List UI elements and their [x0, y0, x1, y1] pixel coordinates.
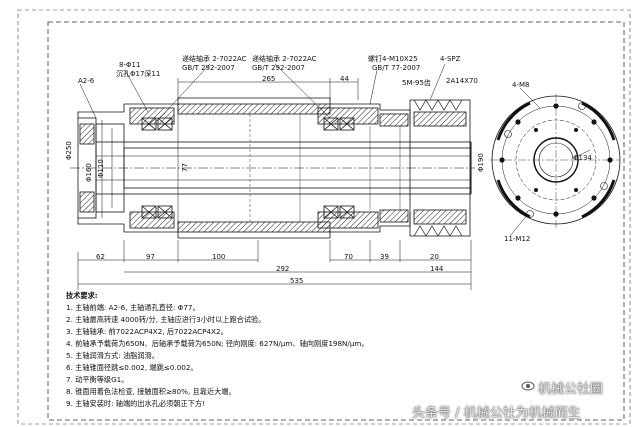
dim-77: 77 [181, 163, 189, 172]
bearing-front-label-1: 递结轴承 2-7022AC [182, 55, 247, 63]
dim-144: 144 [430, 265, 444, 273]
m12-label: 11-M12 [504, 235, 531, 243]
dim-265: 265 [262, 75, 276, 83]
dim-70: 70 [344, 253, 353, 261]
screw-label-1: 螺钉4-M10X25 [368, 55, 418, 63]
sheet-border-inner [47, 21, 625, 421]
belt-size-label: 2A14X70 [446, 77, 478, 85]
dim-535: 535 [290, 277, 304, 285]
spindle-end-view [490, 87, 621, 237]
dim-44: 44 [340, 75, 349, 83]
sheet-border-outer [17, 9, 631, 425]
eye-icon [521, 381, 535, 391]
m8-label: 4-M8 [512, 81, 530, 89]
requirement-line: 3. 主轴轴承: 前7022ACP4X2, 后7022ACP4X2。 [66, 327, 228, 336]
key-label: 5M-95齿 [402, 79, 431, 87]
requirement-line: 9. 主轴安装时: 轴端的出水孔必须朝正下方! [66, 399, 205, 408]
requirement-line: 5. 主轴润滑方式: 油脂润滑。 [66, 351, 159, 360]
requirement-line: 4. 前轴承予载荷为650N、后轴承予载荷为650N; 径向刚度: 627N/μ… [66, 339, 369, 348]
diameter-250-label: Φ250 [65, 141, 73, 160]
hole-label-2: 沉孔Φ17深11 [116, 70, 161, 78]
dimension-lines [77, 78, 472, 290]
requirement-line: 1. 主轴前端: A2-6, 主轴通孔直径: Φ77。 [66, 303, 200, 312]
dim-100: 100 [212, 253, 226, 261]
bearing-rear-label-1: 递结轴承 2-7022AC [252, 55, 317, 63]
spindle-nose-label: A2-6 [78, 77, 95, 85]
diameter-110-label: Φ110 [97, 159, 105, 178]
watermark-logo: 机械公社圈 [538, 382, 604, 397]
requirement-line: 2. 主轴最高转速 4000转/分, 主轴应进行3小时以上跑合试验。 [66, 315, 266, 324]
requirement-line: 8. 锥面用着色法检查, 接触面积≥80%, 且靠近大端。 [66, 387, 236, 396]
dim-20: 20 [430, 253, 439, 261]
dim-97: 97 [146, 253, 155, 261]
requirement-line: 7. 动平衡等级G1。 [66, 375, 129, 384]
bore-diameter-label: Φ134 [573, 154, 592, 162]
dim-292: 292 [276, 265, 290, 273]
dim-39: 39 [380, 253, 389, 261]
requirement-line: 6. 主轴锥面径跳≤0.002, 端跳≤0.002。 [66, 363, 198, 372]
belt-spz-label: 4-SPZ [440, 55, 461, 63]
spindle-section-view [70, 63, 475, 239]
diameter-160-label: Φ160 [85, 163, 93, 182]
diameter-190-label: Φ190 [477, 153, 485, 172]
bearing-front-label-2: GB/T 292-2007 [182, 64, 235, 72]
bearing-rear-label-2: GB/T 292-2007 [252, 64, 305, 72]
dim-62: 62 [96, 253, 105, 261]
requirements-title: 技术要求: [66, 291, 98, 300]
screw-label-2: GB/T 77-2007 [372, 64, 421, 72]
watermark-text: 头条号 / 机械公社为机械而生 [412, 406, 581, 421]
hole-label-1: 8-Φ11 [119, 61, 141, 69]
